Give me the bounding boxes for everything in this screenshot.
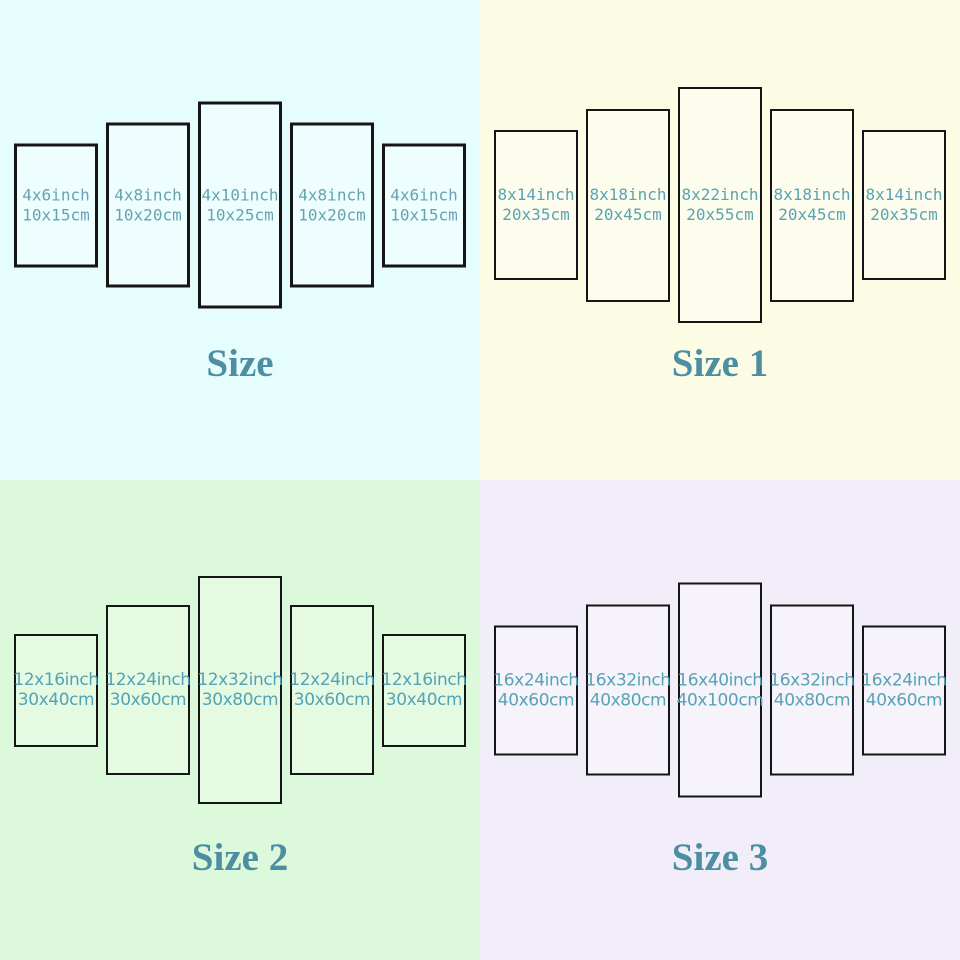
quadrant-title: Size 3 [671,836,769,879]
panel-size-inch: 4x8inch [298,185,366,204]
panel-size-cm: 10x25cm [206,205,274,224]
panel-size-inch: 16x24inch [493,670,579,690]
panel-size-inch: 4x6inch [22,185,90,204]
panel-size-inch: 12x24inch [105,670,191,690]
quadrant-title: Size [206,342,274,385]
panel-size-cm: 40x80cm [589,690,667,710]
panel-size-cm: 30x60cm [109,690,187,710]
panel-size-cm: 30x80cm [201,690,279,710]
panel-size-cm: 20x35cm [502,205,570,224]
panel-size-inch: 4x6inch [390,185,458,204]
panel-size-cm: 40x80cm [773,690,851,710]
panel-size-inch: 16x32inch [585,670,671,690]
panel-size-cm: 10x20cm [114,205,182,224]
panel-size-inch: 8x22inch [681,185,759,204]
panel-size-inch: 4x10inch [201,185,279,204]
panel-size-cm: 10x20cm [298,205,366,224]
panel-size-cm: 20x55cm [686,205,754,224]
panel-size-cm: 30x40cm [385,690,463,710]
panel-size-cm: 20x45cm [594,205,662,224]
panel-size-inch: 16x24inch [861,670,947,690]
panel-size-cm: 30x60cm [293,690,371,710]
panel-size-inch: 8x18inch [589,185,667,204]
panel-size-inch: 8x18inch [773,185,851,204]
quadrant-title: Size 2 [191,836,289,879]
panel-size-inch: 16x40inch [677,670,763,690]
panel-size-inch: 8x14inch [497,185,575,204]
panel-size-cm: 20x35cm [870,205,938,224]
panel-size-cm: 20x45cm [778,205,846,224]
panel-size-cm: 40x60cm [865,690,943,710]
panel-size-cm: 10x15cm [390,205,458,224]
panel-size-inch: 12x32inch [197,670,283,690]
panel-size-inch: 12x16inch [13,670,99,690]
panel-size-inch: 12x24inch [289,670,375,690]
quadrant-title: Size 1 [671,342,769,385]
panel-size-cm: 40x100cm [676,690,764,710]
panel-size-cm: 30x40cm [17,690,95,710]
panel-size-cm: 40x60cm [497,690,575,710]
panel-size-inch: 4x8inch [114,185,182,204]
panel-size-inch: 8x14inch [865,185,943,204]
panel-size-inch: 12x16inch [381,670,467,690]
panel-size-cm: 10x15cm [22,205,90,224]
panel-size-inch: 16x32inch [769,670,855,690]
